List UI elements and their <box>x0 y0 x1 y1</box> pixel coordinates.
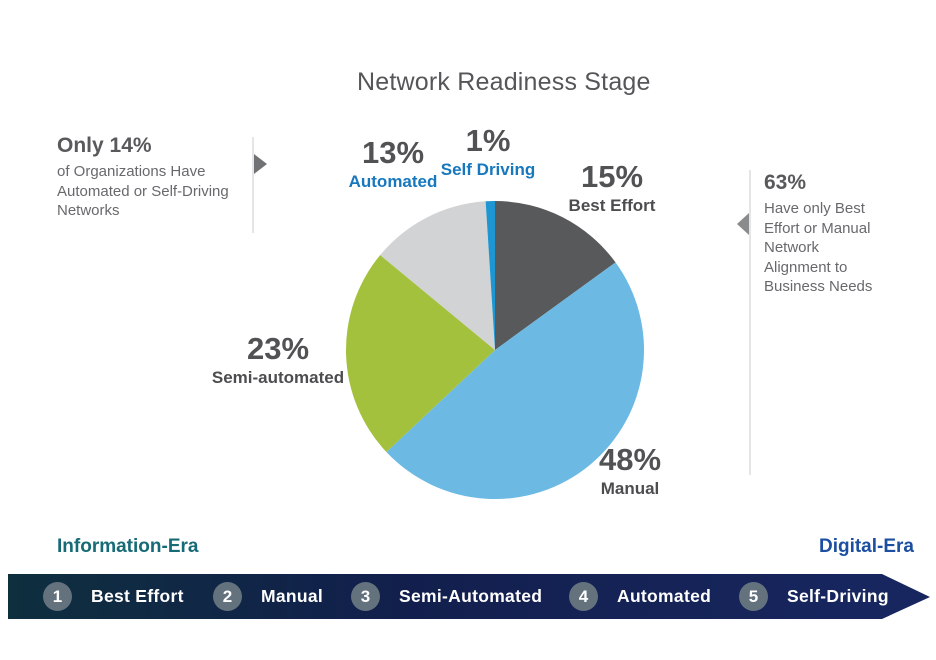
callout-right-line: Have only Best <box>764 200 865 217</box>
pie-slice-best-effort <box>495 201 616 350</box>
callout-right-divider <box>749 170 751 475</box>
pie-label-best-effort-pct: 15% <box>580 159 644 194</box>
era-label-digital: Digital-Era <box>818 536 914 557</box>
stage-number-badge: 4 <box>569 582 598 611</box>
stage-progression-bar <box>8 574 882 619</box>
pie-label-self-driving-name: Self Driving <box>440 160 536 179</box>
pie-slice-semi-automated <box>345 255 495 452</box>
stage-item-self-driving: 5 Self-Driving <box>739 574 889 619</box>
right-arrowhead-icon <box>254 154 267 174</box>
stage-label: Automated <box>617 586 712 606</box>
left-arrowhead-icon <box>737 213 749 235</box>
callout-right-line: Network <box>764 239 820 256</box>
stage-label: Self-Driving <box>787 586 889 606</box>
pie-label-best-effort-name: Best Effort <box>568 196 656 215</box>
callout-right-headline: 63% <box>764 171 807 194</box>
pie-label-automated-pct: 13% <box>361 135 425 170</box>
stage-label: Best Effort <box>91 586 184 606</box>
pie-label-semi-automated-name: Semi-automated <box>211 368 345 387</box>
callout-left-line: Networks <box>57 202 120 219</box>
callout-right-line: Business Needs <box>764 278 873 295</box>
stage-number-badge: 2 <box>213 582 242 611</box>
stage-label: Semi-Automated <box>399 586 543 606</box>
stage-number-badge: 5 <box>739 582 768 611</box>
pie-label-automated: 13% Automated <box>328 136 458 192</box>
pie-label-semi-automated: 23% Semi-automated <box>192 332 364 388</box>
pie-slice-automated <box>380 201 495 350</box>
stage-item-semi-automated: 3 Semi-Automated <box>351 574 542 619</box>
stage-item-best-effort: 1 Best Effort <box>43 574 184 619</box>
pie-label-best-effort: 15% Best Effort <box>546 160 678 216</box>
callout-right: 63% Have only Best Effort or Manual Netw… <box>764 170 924 297</box>
pie-label-manual-name: Manual <box>600 479 660 498</box>
pie-label-self-driving: 1% Self Driving <box>424 124 552 180</box>
stage-number-badge: 1 <box>43 582 72 611</box>
pie-label-self-driving-pct: 1% <box>465 123 511 158</box>
pie-label-manual: 48% Manual <box>564 443 696 499</box>
callout-left-headline: Only 14% <box>57 134 152 157</box>
stage-number-badge: 3 <box>351 582 380 611</box>
stage-item-automated: 4 Automated <box>569 574 711 619</box>
page-title: Network Readiness Stage <box>357 68 651 96</box>
callout-left-divider <box>252 137 254 233</box>
callout-right-line: Effort or Manual <box>764 219 871 237</box>
callout-left-line: Automated or Self-Driving <box>57 182 229 200</box>
pie-slice-manual <box>386 262 645 500</box>
pie-label-manual-pct: 48% <box>598 442 662 477</box>
stage-item-manual: 2 Manual <box>213 574 323 619</box>
pie-label-automated-name: Automated <box>348 172 438 191</box>
stage-bar-arrow-tip-icon <box>882 574 930 619</box>
stage-label: Manual <box>261 586 324 606</box>
callout-left: Only 14% of Organizations Have Automated… <box>57 133 252 221</box>
callout-right-line: Alignment to <box>764 258 848 276</box>
callout-left-line: of Organizations Have <box>57 163 206 180</box>
era-label-information: Information-Era <box>57 536 199 557</box>
pie-label-semi-automated-pct: 23% <box>246 331 310 366</box>
pie-slice-self-driving <box>485 200 495 350</box>
pie-chart <box>345 200 645 500</box>
